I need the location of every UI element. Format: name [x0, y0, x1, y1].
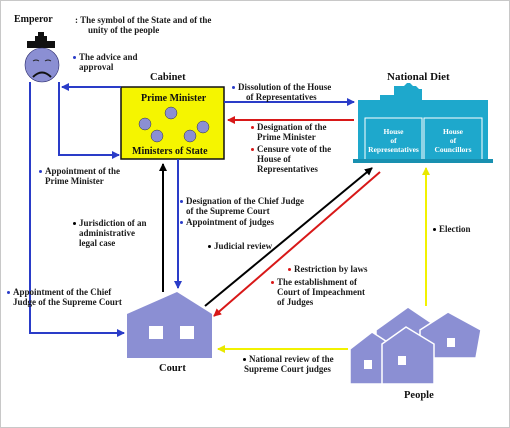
label-designation-cj-line2: of the Supreme Court [186, 206, 270, 216]
label-designation-pm-line1: Designation of the [257, 122, 327, 132]
court-title: Court [159, 363, 186, 374]
label-appointment-cj-line1: Appointment of the Chief [13, 287, 112, 297]
label-dissolution-line2: of Representatives [246, 92, 317, 102]
designation-cj-bullet [180, 200, 183, 203]
appointment-pm-bullet [39, 170, 42, 173]
designation-pm-bullet [251, 126, 254, 129]
arrow-judicial-review [204, 167, 373, 307]
arrow-appointment-chief-judge [29, 82, 125, 337]
dissolution-bullet [232, 86, 235, 89]
ministers-label: Ministers of State [132, 146, 208, 157]
label-dissolution-line1: Dissolution of the House [238, 82, 332, 92]
label-designation-cj-line1: Designation of the Chief Judge [186, 196, 305, 206]
impeachment-bullet [271, 281, 274, 284]
cabinet-box [120, 86, 225, 160]
label-impeachment-line2: Court of Impeachment [277, 287, 365, 297]
label-restriction: Restriction by laws [294, 264, 368, 274]
label-advice-line1: The advice and [79, 52, 138, 62]
restriction-bullet [288, 268, 291, 271]
arrow-restriction [213, 171, 381, 317]
label-jurisdiction-line1: Jurisdiction of an [79, 218, 147, 228]
label-jurisdiction-line2: administrative [79, 228, 135, 238]
people-title: People [404, 390, 434, 401]
censure-bullet [251, 148, 254, 151]
label-censure-line3: Representatives [257, 164, 318, 174]
label-censure-line2: House of [257, 154, 291, 164]
label-censure-line1: Censure vote of the [257, 144, 332, 154]
emperor-figure [24, 32, 60, 83]
label-appointment-judges: Appointment of judges [186, 217, 275, 227]
label-national-review-line1: National review of the [249, 354, 334, 364]
cabinet-title: Cabinet [150, 72, 186, 83]
label-appointment-pm-line2: Prime Minister [45, 176, 104, 186]
jurisdiction-bullet [73, 222, 76, 225]
national-diet-building [353, 83, 493, 163]
emperor-description-line1: : The symbol of the State and of the [75, 15, 212, 25]
emperor-description-line2: unity of the people [88, 25, 160, 35]
label-advice-line2: approval [79, 62, 114, 72]
advice-bullet [73, 56, 76, 59]
label-judicial-review: Judicial review [214, 241, 273, 251]
prime-minister-label: Prime Minister [141, 93, 207, 104]
appointment-judges-bullet [180, 221, 183, 224]
emperor-title: Emperor [14, 14, 53, 25]
label-appointment-cj-line2: Judge of the Supreme Court [13, 297, 122, 307]
label-impeachment-line1: The establishment of [277, 277, 358, 287]
judicial-review-bullet [208, 245, 211, 248]
national-review-bullet [243, 358, 246, 361]
label-appointment-pm-line1: Appointment of the [45, 166, 121, 176]
arrow-appointment-pm [58, 82, 120, 159]
label-national-review-line2: Supreme Court judges [244, 364, 331, 374]
appointment-cj-bullet [7, 291, 10, 294]
national-diet-title: National Diet [387, 71, 450, 83]
label-election: Election [439, 224, 471, 234]
court-building [127, 292, 212, 358]
label-designation-pm-line2: Prime Minister [257, 132, 316, 142]
election-bullet [433, 228, 436, 231]
label-jurisdiction-line3: legal case [79, 238, 116, 248]
people-houses [349, 306, 482, 385]
label-impeachment-line3: of Judges [277, 297, 314, 307]
